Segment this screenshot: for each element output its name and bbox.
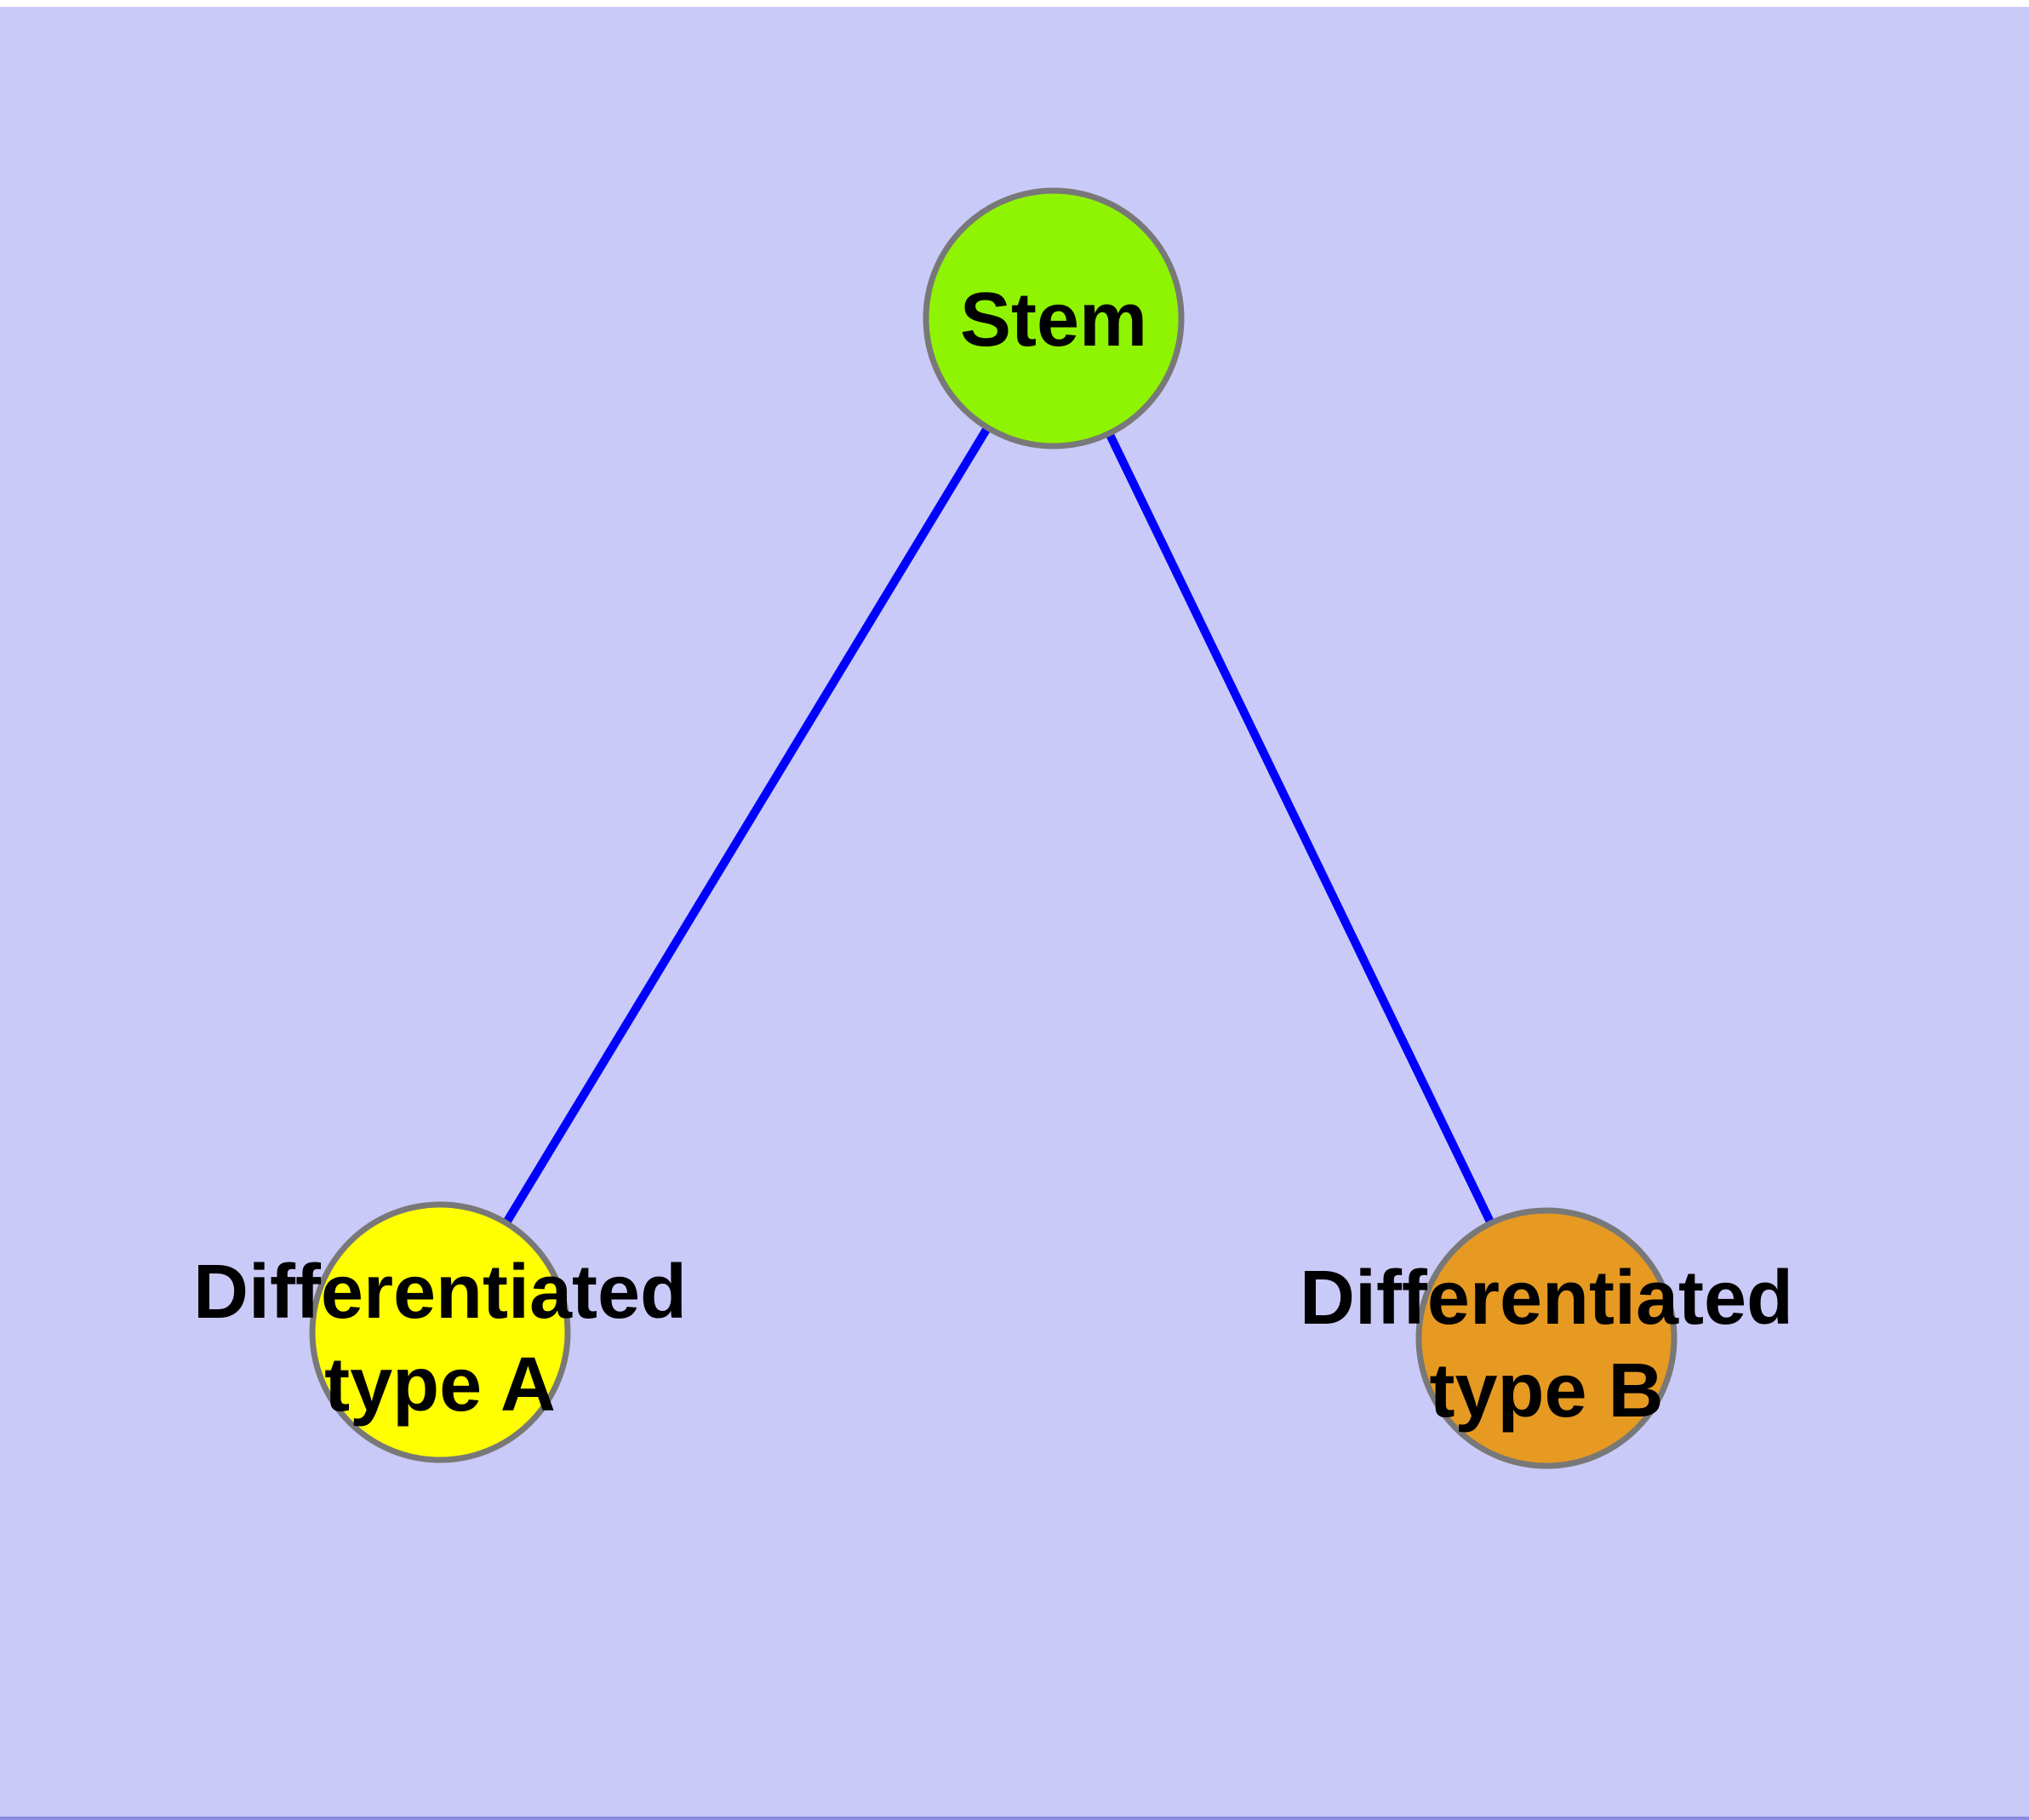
- bottom-edge-strip: [0, 1817, 2029, 1820]
- top-edge-strip: [0, 0, 2029, 7]
- edge-stem-to-differentiated-type-a: [436, 316, 1058, 1335]
- node-differentiated-type-b: [1415, 1207, 1677, 1469]
- node-differentiated-type-a: [309, 1201, 571, 1463]
- edge-stem-to-differentiated-type-b: [1049, 316, 1551, 1341]
- node-stem: [923, 187, 1185, 449]
- node-label-stem: Stem: [960, 278, 1147, 363]
